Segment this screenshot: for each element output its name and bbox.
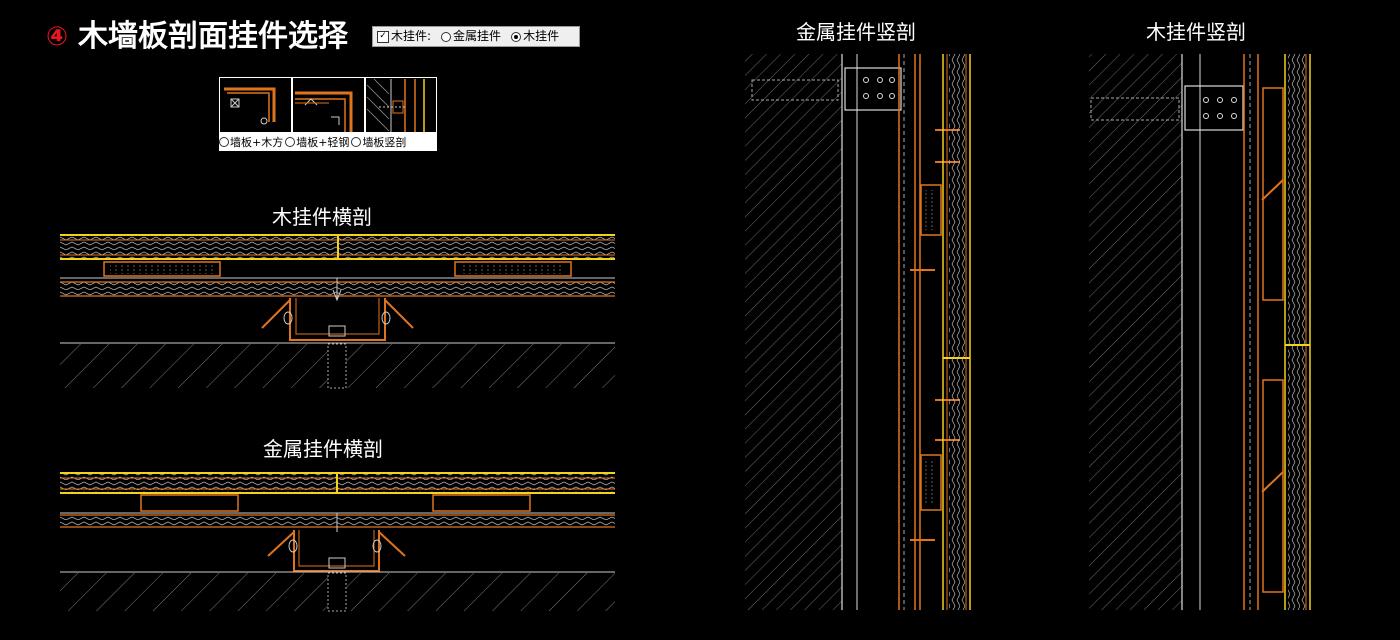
wood-hanger-radio-label: 木挂件 — [523, 29, 560, 43]
page-title: 木墙板剖面挂件选择 — [78, 19, 348, 54]
wood-hanger-checkbox[interactable]: ✓ 木挂件: — [377, 26, 431, 47]
metal-horizontal-section-drawing — [60, 472, 615, 612]
section-number-badge: ④ — [46, 22, 69, 52]
wood-vertical-section-label: 木挂件竖剖 — [1146, 20, 1246, 44]
detail-thumbnail-panel: 墙板+木方 墙板+轻钢 墙板竖剖 — [219, 77, 437, 151]
thumb-option-2-label: 墙板+轻钢 — [296, 136, 350, 149]
wood-horizontal-section-label: 木挂件横剖 — [272, 205, 372, 229]
radio-unchecked-icon — [441, 31, 452, 42]
wood-hanger-radio[interactable]: 木挂件 — [511, 26, 559, 47]
checkbox-check-icon: ✓ — [377, 30, 389, 43]
radio-unchecked-icon — [351, 137, 362, 147]
metal-vertical-section-drawing — [745, 54, 971, 610]
thumbnail-wood-batten[interactable] — [220, 78, 291, 132]
wood-horizontal-section-drawing — [60, 234, 615, 389]
thumb-option-1[interactable]: 墙板+木方 — [219, 134, 283, 150]
radio-checked-icon — [511, 31, 522, 42]
metal-horizontal-section-label: 金属挂件横剖 — [263, 437, 383, 461]
radio-unchecked-icon — [219, 137, 229, 147]
thumb-option-3-label: 墙板竖剖 — [362, 136, 407, 149]
radio-unchecked-icon — [285, 137, 296, 147]
thumbnail-previews — [220, 78, 436, 132]
thumb-option-2[interactable]: 墙板+轻钢 — [285, 134, 349, 150]
wood-vertical-section-drawing — [1089, 54, 1311, 610]
metal-hanger-radio-label: 金属挂件 — [453, 29, 502, 43]
wood-hanger-checkbox-label: 木挂件: — [391, 29, 432, 43]
hanger-option-bar: ✓ 木挂件: 金属挂件 木挂件 — [372, 26, 580, 47]
thumb-option-1-label: 墙板+木方 — [230, 136, 284, 149]
metal-vertical-section-label: 金属挂件竖剖 — [796, 20, 916, 44]
thumbnail-option-row: 墙板+木方 墙板+轻钢 墙板竖剖 — [219, 133, 437, 151]
thumb-option-3[interactable]: 墙板竖剖 — [351, 134, 406, 150]
metal-hanger-radio[interactable]: 金属挂件 — [441, 26, 501, 47]
